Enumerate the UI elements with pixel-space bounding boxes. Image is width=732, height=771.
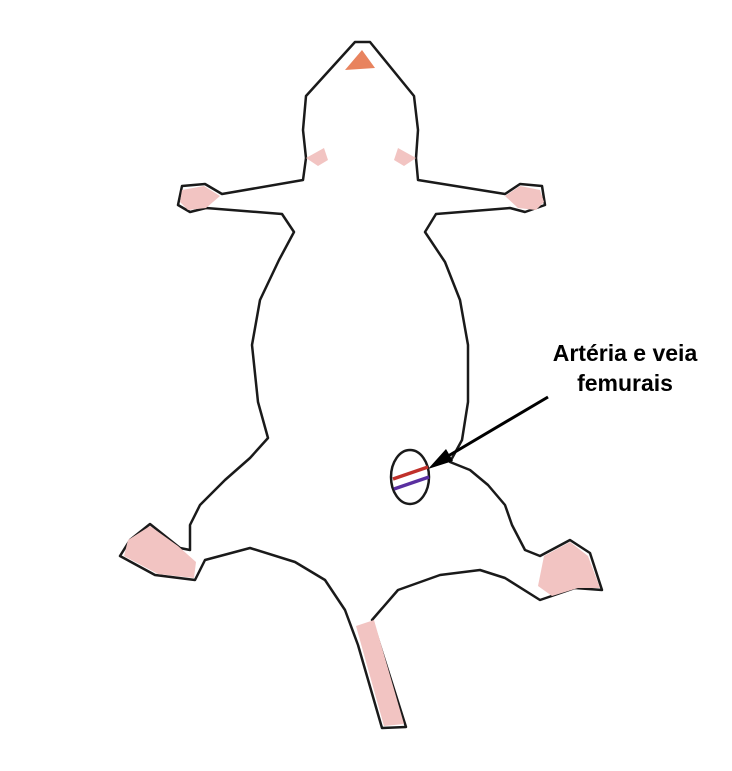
tail: [356, 620, 404, 726]
annotation-line-2: femurais: [520, 368, 730, 398]
annotation-label: Artéria e veia femurais: [520, 338, 730, 398]
hind-paw-right: [538, 542, 600, 596]
annotation-line-1: Artéria e veia: [520, 338, 730, 368]
